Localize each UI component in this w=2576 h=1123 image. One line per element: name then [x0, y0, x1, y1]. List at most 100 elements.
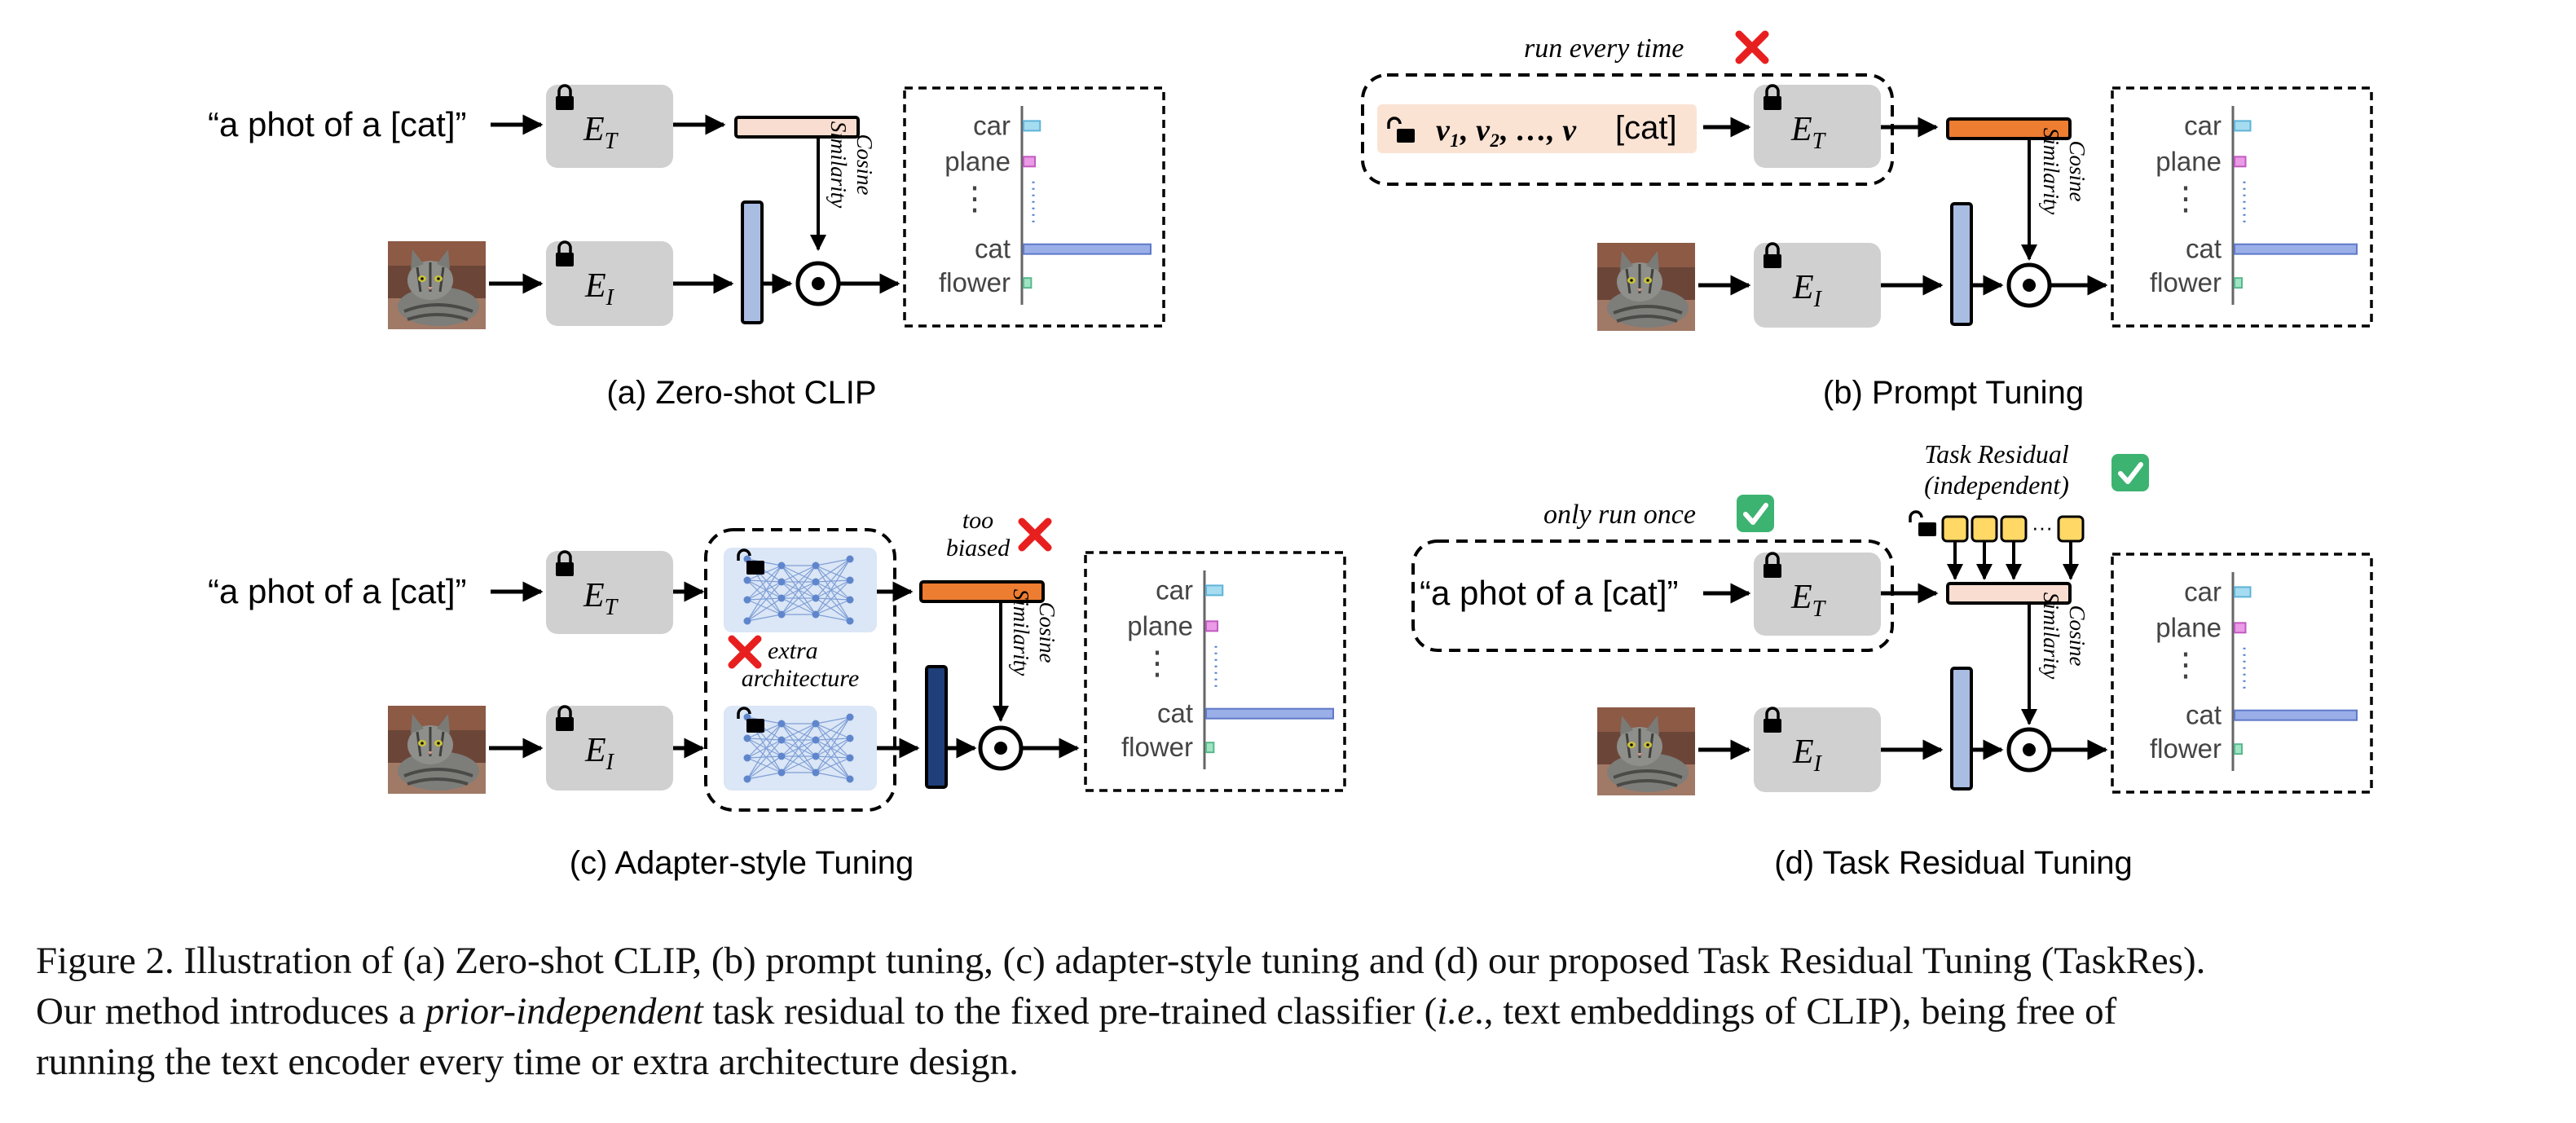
prompt-dashed-group [1361, 73, 1894, 186]
panel-caption-a: (a) Zero-shot CLIP [606, 375, 876, 411]
text-encoder-label: ET [583, 577, 619, 620]
text-encoder-label: ET [1790, 579, 1827, 622]
similarity-bar-plane [1205, 620, 1219, 632]
similarity-bar-cat [2234, 709, 2358, 721]
text-embedding-bar [734, 116, 860, 139]
class-label-flower: flower [939, 267, 1011, 297]
extra-architecture-label-2: architecture [742, 665, 859, 692]
text-encoder-box [546, 85, 673, 168]
logits-box [2111, 86, 2373, 328]
note-too-biased-1: too [962, 507, 993, 534]
panel-task-residual-tuning: only run once “a phot of a [cat]” ET Tas… [1411, 439, 2373, 881]
class-label-flower: flower [2150, 733, 2222, 764]
task-residual-blocks: ··· [1941, 515, 2085, 580]
text-embedding-bar [1946, 582, 2072, 605]
green-check-icon [2111, 454, 2149, 491]
caption-line-2: Our method introduces a prior-independen… [36, 990, 2117, 1033]
similarity-bar-flower [1023, 277, 1033, 289]
similarity-bar-plane [2234, 156, 2247, 168]
class-label-plane: plane [2155, 146, 2222, 176]
image-encoder-label: EI [584, 267, 615, 310]
logits-box [903, 86, 1165, 328]
panel-caption-b: (b) Prompt Tuning [1823, 375, 2084, 411]
class-label-flower: flower [2150, 267, 2222, 297]
class-label-plane: plane [945, 146, 1011, 176]
similarity-bar-cat [1205, 707, 1334, 720]
vertical-ellipsis: ⋮ [2169, 180, 2202, 218]
note-run-every-time: run every time [1524, 33, 1684, 64]
task-residual-label-2: (independent) [1924, 470, 2069, 500]
image-encoder-box [546, 706, 673, 791]
text-embedding-bar [919, 580, 1045, 603]
cosine-similarity-label: CosineSimilarity [1009, 589, 1059, 676]
panel-adapter-style-tuning: “a phot of a [cat]” ET extra architectur… [208, 507, 1346, 881]
class-label-flower: flower [1121, 732, 1193, 762]
class-label-car: car [2184, 576, 2222, 606]
similarity-bar-cat [2234, 243, 2358, 255]
logits-box [2111, 553, 2373, 794]
prompt-tokens-label: v₁, v₂, …, v [1436, 113, 1577, 148]
green-check-icon [1737, 495, 1774, 532]
text-encoder-label: ET [583, 111, 619, 154]
cosine-similarity-label: CosineSimilarity [2039, 128, 2089, 215]
text-encoder-dashed-group [1411, 539, 1894, 652]
class-label-car: car [1156, 575, 1193, 605]
caption-line-1: Figure 2. Illustration of (a) Zero-shot … [36, 940, 2206, 982]
cosine-similarity-label: CosineSimilarity [2039, 592, 2089, 680]
panel-caption-c: (c) Adapter-style Tuning [570, 845, 914, 881]
note-too-biased-2: biased [946, 535, 1011, 562]
text-encoder-box [1754, 553, 1881, 636]
similarity-bar-plane [1023, 156, 1037, 168]
learnable-prompt-tokens [1377, 104, 1697, 153]
extra-architecture-label-1: extra [768, 637, 818, 664]
similarity-bar-flower [2234, 277, 2243, 289]
text-prompt: “a phot of a [cat]” [1420, 574, 1679, 612]
image-feature-bar [741, 200, 764, 324]
caption-line-3: running the text encoder every time or e… [36, 1041, 1019, 1083]
logits-box [1084, 551, 1346, 792]
class-label-plane: plane [2155, 612, 2222, 642]
image-encoder-box [1754, 707, 1881, 792]
red-cross-icon [1739, 34, 1765, 60]
image-feature-bar [1950, 667, 1973, 791]
class-label-plane: plane [1127, 610, 1193, 641]
note-only-run-once: only run once [1543, 500, 1696, 530]
cat-photo [386, 240, 487, 331]
vertical-ellipsis: ⋮ [958, 180, 991, 218]
similarity-bar-flower [2234, 743, 2243, 755]
panel-prompt-tuning: run every time v₁, v₂, …, v [cat] ET Cos… [1361, 33, 2373, 411]
figure-caption: Figure 2. Illustration of (a) Zero-shot … [36, 936, 2546, 1087]
cat-photo [1596, 241, 1697, 332]
text-prompt: “a phot of a [cat]” [208, 572, 467, 610]
image-encoder-label: EI [1792, 269, 1823, 312]
red-cross-icon [732, 639, 758, 665]
cat-photo [386, 704, 487, 795]
similarity-bar-car [1023, 120, 1041, 132]
prompt-class-token: [cat] [1615, 110, 1677, 146]
svg-text:···: ··· [2032, 515, 2053, 539]
similarity-bar-car [1205, 584, 1224, 597]
cat-photo [1596, 706, 1697, 797]
similarity-bar-car [2234, 586, 2252, 598]
similarity-bar-car [2234, 120, 2252, 132]
text-encoder-label: ET [1790, 111, 1827, 154]
image-encoder-label: EI [584, 732, 615, 775]
class-label-cat: cat [2186, 700, 2222, 730]
vertical-ellipsis: ⋮ [2169, 646, 2202, 684]
image-encoder-box [1754, 243, 1881, 328]
class-label-car: car [2184, 110, 2222, 140]
class-label-cat: cat [975, 234, 1011, 264]
cosine-similarity-label: CosineSimilarity [826, 121, 877, 209]
similarity-bar-flower [1205, 742, 1215, 754]
text-encoder-box [1754, 85, 1881, 168]
text-encoder-box [546, 551, 673, 634]
similarity-bar-plane [2234, 622, 2247, 634]
padlock-unlocked-icon [1909, 510, 1938, 538]
class-label-cat: cat [1157, 698, 1193, 729]
adapter-dashed-group [704, 528, 896, 812]
vertical-ellipsis: ⋮ [1141, 645, 1174, 682]
panel-zero-shot-clip: “a phot of a [cat]” ET CosineSimilarity … [208, 84, 1165, 411]
class-label-car: car [973, 110, 1011, 140]
task-residual-label-1: Task Residual [1924, 439, 2069, 469]
red-cross-icon [1022, 522, 1048, 548]
